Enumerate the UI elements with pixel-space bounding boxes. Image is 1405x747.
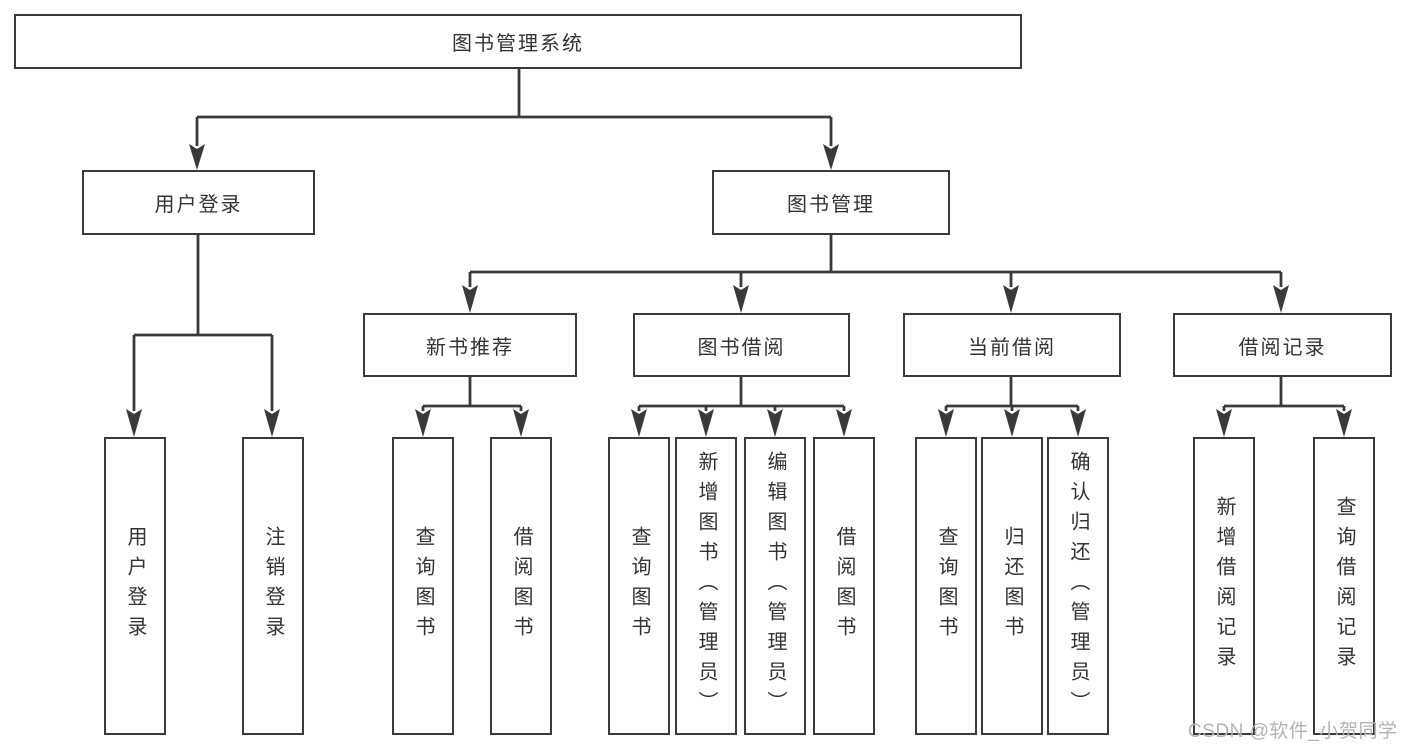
node-book-borrowing: 图书借阅 bbox=[633, 313, 850, 377]
node-br-query-record: 查询借阅记录 bbox=[1313, 437, 1375, 735]
arrowhead-icon bbox=[938, 409, 954, 437]
arrowhead-icon bbox=[126, 409, 142, 437]
csdn-watermark: CSDN @软件_小贺同学 bbox=[1188, 721, 1398, 742]
node-book-management: 图书管理 bbox=[712, 170, 950, 235]
node-borrowing-records: 借阅记录 bbox=[1173, 313, 1392, 377]
arrowhead-icon bbox=[1336, 409, 1352, 437]
node-current-borrowing: 当前借阅 bbox=[903, 313, 1121, 377]
node-br-add-record: 新增借阅记录 bbox=[1193, 437, 1255, 735]
node-cb-confirm-return-admin: 确认归还（管理员） bbox=[1047, 437, 1109, 735]
arrowhead-icon bbox=[462, 285, 478, 313]
node-new-book-recommend: 新书推荐 bbox=[363, 313, 577, 377]
connector-new-book bbox=[421, 377, 523, 411]
arrowhead-icon bbox=[1004, 409, 1020, 437]
arrowhead-icon bbox=[513, 409, 529, 437]
node-cb-query-books: 查询图书 bbox=[915, 437, 977, 735]
node-user-login-leaf: 用户登录 bbox=[104, 437, 166, 735]
node-cb-return-books: 归还图书 bbox=[981, 437, 1043, 735]
node-library-system: 图书管理系统 bbox=[14, 14, 1022, 69]
connector-current-borrow bbox=[944, 377, 1080, 411]
node-nb-query-books: 查询图书 bbox=[392, 437, 454, 735]
node-bb-add-books-admin: 新增图书（管理员） bbox=[675, 437, 737, 735]
connector-book-borrow bbox=[637, 377, 846, 411]
arrowhead-icon bbox=[836, 409, 852, 437]
connector-borrow-record bbox=[1222, 377, 1346, 411]
arrowhead-icon bbox=[264, 409, 280, 437]
arrowhead-icon bbox=[189, 144, 205, 170]
node-logout: 注销登录 bbox=[242, 437, 304, 735]
node-user-login: 用户登录 bbox=[82, 170, 315, 235]
arrowhead-icon bbox=[1070, 409, 1086, 437]
node-bb-borrow-books: 借阅图书 bbox=[813, 437, 875, 735]
node-bb-query-books: 查询图书 bbox=[608, 437, 670, 735]
arrowhead-icon bbox=[1003, 285, 1019, 313]
connector-root bbox=[195, 69, 833, 146]
arrowhead-icon bbox=[733, 285, 749, 313]
node-nb-borrow-books: 借阅图书 bbox=[490, 437, 552, 735]
arrowhead-icon bbox=[1216, 409, 1232, 437]
arrowhead-icon bbox=[631, 409, 647, 437]
arrowhead-icon bbox=[823, 144, 839, 170]
arrowhead-icon bbox=[698, 409, 714, 437]
connector-book-mgmt bbox=[468, 235, 1283, 287]
arrowhead-icon bbox=[1273, 285, 1289, 313]
connector-user-login bbox=[132, 235, 274, 411]
arrowhead-icon bbox=[767, 409, 783, 437]
arrowhead-icon bbox=[415, 409, 431, 437]
node-bb-edit-books-admin: 编辑图书（管理员） bbox=[744, 437, 806, 735]
